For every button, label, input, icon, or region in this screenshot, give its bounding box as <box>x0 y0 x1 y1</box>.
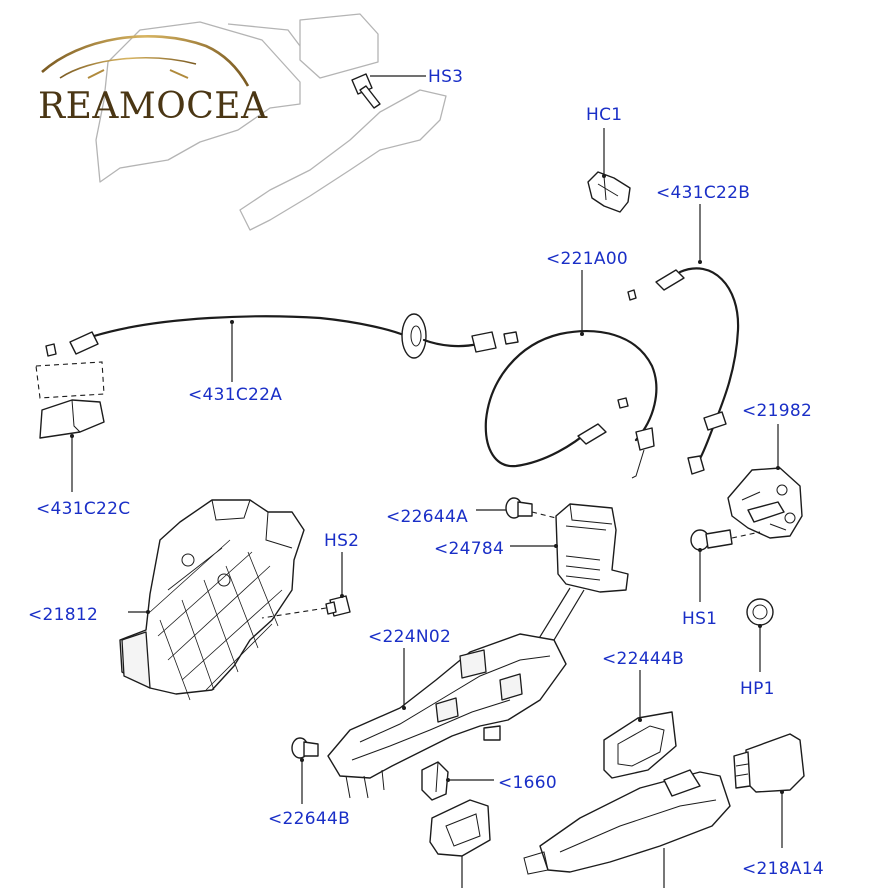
link-431c22c-dashed <box>35 361 105 399</box>
part-handle-bezel <box>429 799 491 888</box>
logo-text: REAMOCEA <box>38 86 268 127</box>
ghost-door-panel <box>95 13 447 231</box>
part-24784-module <box>510 503 629 641</box>
callout-221a00: <221A00 <box>546 249 628 269</box>
callout-431c22b: <431C22B <box>656 183 750 203</box>
callout-224n02: <224N02 <box>368 627 451 647</box>
part-21812-latch <box>119 499 305 701</box>
part-hc1-clip <box>587 128 631 213</box>
callout-21812: <21812 <box>28 605 98 625</box>
part-1660-plug <box>421 761 494 801</box>
callout-431c22c: <431C22C <box>36 499 130 519</box>
callout-24784: <24784 <box>434 539 504 559</box>
part-21982-striker <box>727 424 803 539</box>
part-hs3-screw <box>351 73 426 109</box>
part-22644a-pin <box>476 497 557 519</box>
callout-hs2: HS2 <box>324 531 359 551</box>
part-218a14-cap <box>733 733 805 848</box>
callout-431c22a: <431C22A <box>188 385 282 405</box>
logo-arc-inner <box>59 57 197 79</box>
callout-hp1: HP1 <box>740 679 775 699</box>
part-hs1-bolt <box>690 529 761 602</box>
part-221a00-cable <box>484 270 658 479</box>
callout-hs1: HS1 <box>682 609 717 629</box>
part-224n02-bracket <box>327 633 567 799</box>
part-431c22b-cable <box>627 204 740 475</box>
callout-22644a: <22644A <box>386 507 468 527</box>
part-22444b-gasket <box>603 670 677 779</box>
logo-headlights <box>87 69 189 79</box>
part-exterior-handle <box>523 769 731 888</box>
part-hp1-plug <box>746 598 774 672</box>
callout-hs3: HS3 <box>428 67 463 87</box>
part-22644b-pin <box>291 737 319 804</box>
callout-22644b: <22644B <box>268 809 350 829</box>
brand-logo: REAMOCEA <box>38 35 268 127</box>
callout-22444b: <22444B <box>602 649 684 669</box>
callout-21982: <21982 <box>742 401 812 421</box>
part-431c22c-cap <box>39 399 105 492</box>
part-431c22a-cable <box>45 313 519 382</box>
logo-arc <box>41 35 250 87</box>
part-hs2-screw <box>261 552 351 619</box>
callout-hc1: HC1 <box>586 105 622 125</box>
callout-1660: <1660 <box>498 773 557 793</box>
callout-218a14: <218A14 <box>742 859 824 879</box>
